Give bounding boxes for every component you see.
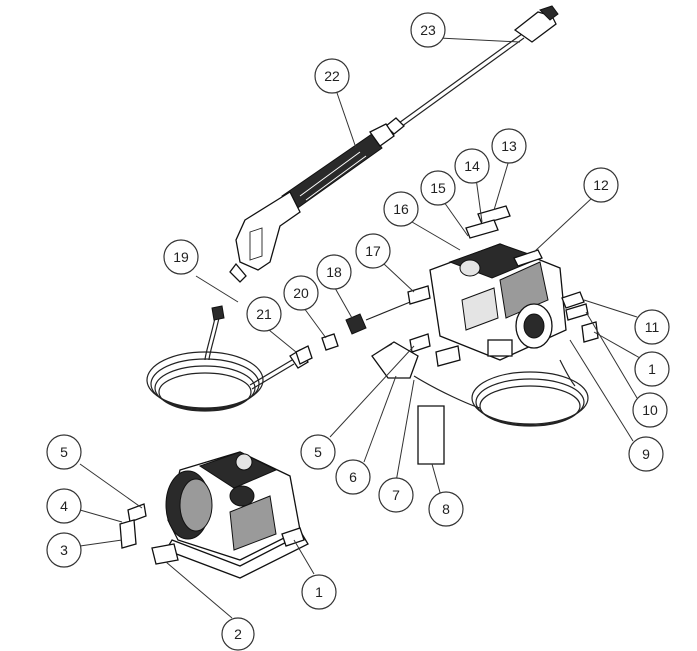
leader-lines	[79, 37, 641, 619]
callout-label: 22	[324, 68, 340, 84]
callout-12: 12	[583, 167, 619, 203]
callout-label: 4	[60, 498, 68, 514]
callout-label: 11	[645, 319, 660, 335]
callout-22: 22	[314, 58, 350, 94]
callout-1-bottom: 1	[301, 574, 337, 610]
callout-label: 10	[642, 402, 658, 418]
callout-label: 17	[365, 243, 381, 259]
callout-9: 9	[628, 436, 664, 472]
callout-label: 23	[420, 22, 436, 38]
callout-label: 12	[593, 177, 609, 193]
callout-5-bottom: 5	[46, 434, 82, 470]
callout-14: 14	[454, 148, 490, 184]
callout-10: 10	[632, 392, 668, 428]
decals-top	[407, 205, 599, 465]
callout-18: 18	[316, 254, 352, 290]
spray-lance	[385, 5, 559, 135]
callout-1-top: 1	[634, 351, 670, 387]
callout-15: 15	[420, 170, 456, 206]
callout-label: 14	[464, 158, 480, 174]
callout-17: 17	[355, 233, 391, 269]
callout-label: 16	[393, 201, 409, 217]
callout-4: 4	[46, 488, 82, 524]
hose-fittings	[295, 297, 421, 365]
callout-5-top: 5	[300, 434, 336, 470]
pressure-washer-unit-top	[429, 243, 567, 361]
callout-label: 6	[349, 469, 357, 485]
callout-8: 8	[428, 491, 464, 527]
callout-label: 19	[173, 249, 189, 265]
power-cord	[371, 341, 589, 427]
callout-label: 7	[392, 487, 400, 503]
callout-label: 15	[430, 180, 446, 196]
callout-label: 5	[314, 444, 322, 460]
callout-23: 23	[410, 12, 446, 48]
spray-gun	[229, 123, 395, 283]
callout-label: 13	[501, 138, 517, 154]
callout-19: 19	[163, 239, 199, 275]
callout-21: 21	[246, 296, 282, 332]
callout-3: 3	[46, 532, 82, 568]
callout-6: 6	[335, 459, 371, 495]
callout-label: 21	[256, 306, 272, 322]
callout-label: 18	[326, 264, 342, 280]
callout-2: 2	[221, 617, 255, 651]
callout-20: 20	[283, 275, 319, 311]
callout-label: 5	[60, 444, 68, 460]
callout-label: 8	[442, 501, 450, 517]
callout-13: 13	[491, 128, 527, 164]
callout-label: 2	[234, 626, 242, 642]
callout-11: 11	[634, 309, 670, 345]
callout-label: 9	[642, 446, 650, 462]
callout-label: 20	[293, 285, 309, 301]
high-pressure-hose	[146, 305, 309, 412]
callout-7: 7	[378, 477, 414, 513]
callout-label: 3	[60, 542, 68, 558]
callouts: 23 22 13 14 15 16 12 17 19 18 20 21 11 1…	[46, 12, 670, 651]
callout-label: 1	[315, 584, 323, 600]
callout-16: 16	[383, 191, 419, 227]
pressure-washer-unit-bottom	[119, 451, 309, 579]
callout-label: 1	[648, 361, 656, 377]
